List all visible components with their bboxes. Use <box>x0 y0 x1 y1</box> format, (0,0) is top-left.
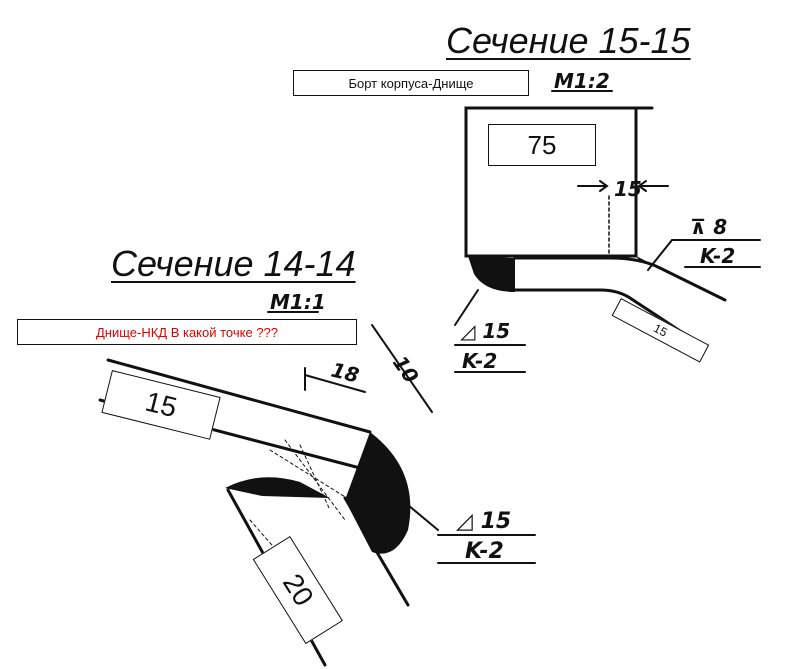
gap-dimension: 15 <box>614 177 642 201</box>
weld-15-15-upper <box>636 256 660 268</box>
weld-upper-code: K-2 <box>700 244 735 268</box>
section-15-title: Сечение 15-15 <box>446 20 691 61</box>
thickness-box-75: 75 <box>488 124 596 166</box>
weld-14-14-cap <box>345 432 411 554</box>
section-14-label: Днище-НКД В какой точке ??? <box>17 319 357 345</box>
weld-14-code: K-2 <box>465 539 504 564</box>
weld-14-leg: ◿ 15 <box>456 509 511 534</box>
section-15-label: Борт корпуса-Днище <box>293 70 529 96</box>
section-15-scale: M1:2 <box>554 69 610 93</box>
section-14-scale: M1:1 <box>270 290 326 314</box>
weld-upper-leg: ⊼ 8 <box>690 215 727 239</box>
weld-14-14-root <box>225 477 330 498</box>
weld-lower-leg: ◿ 15 <box>459 319 510 343</box>
weld-15-15-lower <box>468 256 515 292</box>
section-14-title: Сечение 14-14 <box>111 243 356 284</box>
weld-lower-code: K-2 <box>462 349 497 373</box>
